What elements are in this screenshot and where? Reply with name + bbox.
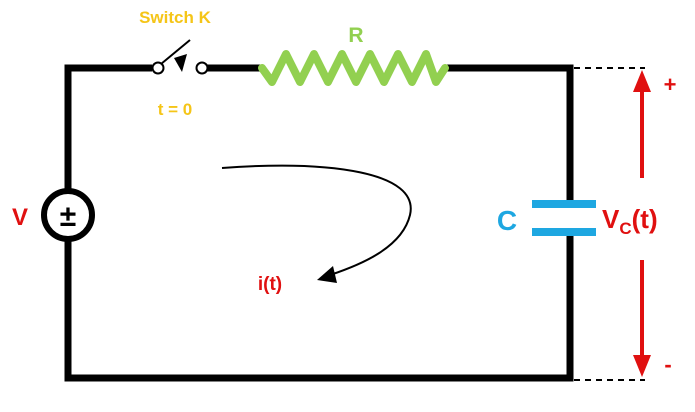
circuit-wire (64, 64, 574, 382)
resistor-label: R (348, 24, 363, 47)
voltage-arrow-up (633, 70, 651, 178)
capacitor-voltage-label: VC(t) (602, 204, 658, 238)
capacitor-plate-bottom (532, 228, 596, 236)
voltage-main: V (602, 204, 620, 234)
source-label: V (12, 204, 28, 231)
switch-terminal-left (151, 61, 165, 75)
voltage-subscript: C (619, 219, 631, 238)
current-label: i(t) (258, 274, 282, 295)
source-symbol: ± (60, 200, 76, 233)
minus-sign: - (664, 352, 671, 377)
switch-terminal-right (195, 61, 209, 75)
voltage-source: ± (41, 188, 95, 242)
switch (151, 39, 209, 75)
source-circle (41, 188, 95, 242)
capacitor-gap (560, 208, 580, 228)
switch-time-label: t = 0 (158, 100, 193, 119)
capacitor-label: C (497, 205, 517, 236)
resistor (258, 50, 449, 86)
switch-blade (160, 39, 191, 65)
plus-sign: + (664, 72, 677, 97)
capacitor-plate-top (532, 200, 596, 208)
voltage-arrow-down (633, 260, 651, 377)
voltage-suffix: (t) (632, 204, 658, 234)
current-arrowhead (317, 266, 337, 283)
current-arrow-curve (221, 164, 412, 276)
switch-label: Switch K (139, 8, 212, 27)
switch-close-arrow (174, 54, 187, 72)
